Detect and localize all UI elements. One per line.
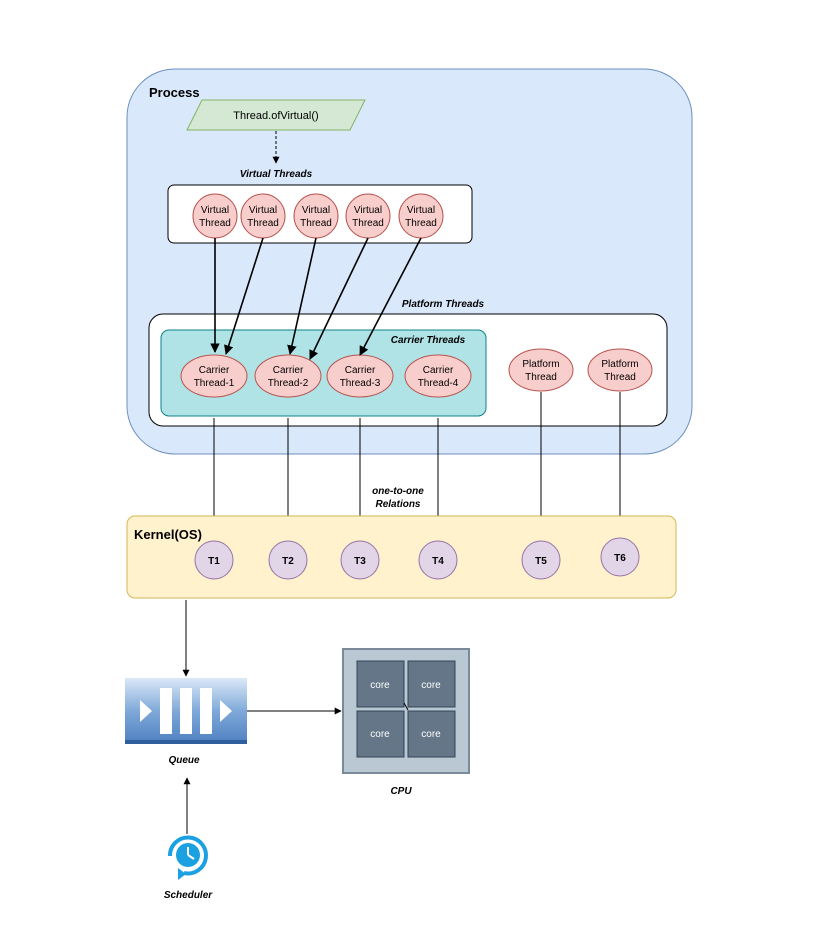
relation-note: Relations: [375, 499, 420, 510]
virtual-thread-label: Thread: [352, 218, 384, 229]
virtual-thread-node: Virtual Thread: [398, 193, 444, 239]
queue-label: Queue: [168, 755, 200, 766]
os-thread-node: T3: [340, 540, 380, 580]
carrier-thread-label: Carrier: [345, 365, 376, 376]
mount-arrows: [210, 237, 422, 360]
platform-thread-label: Platform: [522, 359, 559, 370]
os-thread-label: T4: [432, 556, 444, 567]
platform-threads-title: Platform Threads: [402, 299, 485, 310]
scheduler-label: Scheduler: [164, 890, 213, 901]
platform-thread-label: Platform: [601, 359, 638, 370]
relation-note: one-to-one: [372, 486, 424, 497]
carrier-thread-label: Thread-4: [418, 378, 459, 389]
os-thread-node: T4: [418, 540, 458, 580]
cpu-label: CPU: [390, 786, 412, 797]
virtual-thread-node: Virtual Thread: [240, 193, 286, 239]
carrier-thread-node: Carrier Thread-3: [326, 354, 394, 398]
platform-thread-label: Thread: [525, 372, 557, 383]
scheduler-clock-icon: [167, 835, 208, 880]
platform-thread-node: Platform Thread: [508, 348, 574, 392]
carrier-thread-node: Carrier Thread-2: [254, 354, 322, 398]
virtual-thread-node: Virtual Thread: [293, 193, 339, 239]
platform-thread-node: Platform Thread: [587, 348, 653, 392]
platform-thread-label: Thread: [604, 372, 636, 383]
carrier-thread-label: Thread-2: [268, 378, 309, 389]
cpu-core-label: core: [370, 729, 390, 740]
carrier-thread-label: Thread-3: [340, 378, 381, 389]
cpu-core-label: core: [421, 680, 441, 691]
virtual-thread-label: Thread: [300, 218, 332, 229]
factory-label: Thread.ofVirtual(): [233, 110, 318, 122]
virtual-thread-node: Virtual Thread: [345, 193, 391, 239]
carrier-threads-title: Carrier Threads: [391, 335, 466, 346]
virtual-thread-node: Virtual Thread: [192, 193, 238, 239]
virtual-thread-label: Virtual: [302, 205, 330, 216]
carrier-thread-node: Carrier Thread-1: [180, 354, 248, 398]
virtual-thread-label: Thread: [199, 218, 231, 229]
process-title: Process: [149, 85, 200, 100]
os-thread-label: T3: [354, 556, 366, 567]
carrier-thread-label: Carrier: [199, 365, 230, 376]
queue-icon: [125, 678, 247, 744]
carrier-thread-label: Thread-1: [194, 378, 235, 389]
os-thread-label: T1: [208, 556, 220, 567]
os-thread-node: T1: [194, 540, 234, 580]
virtual-thread-label: Virtual: [249, 205, 277, 216]
os-thread-node: T6: [600, 537, 640, 577]
cpu-chip: [342, 648, 470, 774]
virtual-thread-label: Virtual: [201, 205, 229, 216]
cpu-core-label: core: [370, 680, 390, 691]
os-thread-node: T2: [268, 540, 308, 580]
os-thread-label: T6: [614, 553, 626, 564]
os-thread-label: T2: [282, 556, 294, 567]
cpu-core-label: core: [421, 729, 441, 740]
factory-shape: [186, 99, 366, 131]
virtual-thread-label: Virtual: [407, 205, 435, 216]
virtual-thread-label: Virtual: [354, 205, 382, 216]
os-thread-label: T5: [535, 556, 547, 567]
virtual-threads-title: Virtual Threads: [240, 169, 313, 180]
carrier-thread-label: Carrier: [273, 365, 304, 376]
kernel-title: Kernel(OS): [134, 527, 202, 542]
carrier-thread-node: Carrier Thread-4: [404, 354, 472, 398]
carrier-thread-label: Carrier: [423, 365, 454, 376]
virtual-thread-label: Thread: [247, 218, 279, 229]
os-thread-node: T5: [521, 540, 561, 580]
virtual-thread-label: Thread: [405, 218, 437, 229]
